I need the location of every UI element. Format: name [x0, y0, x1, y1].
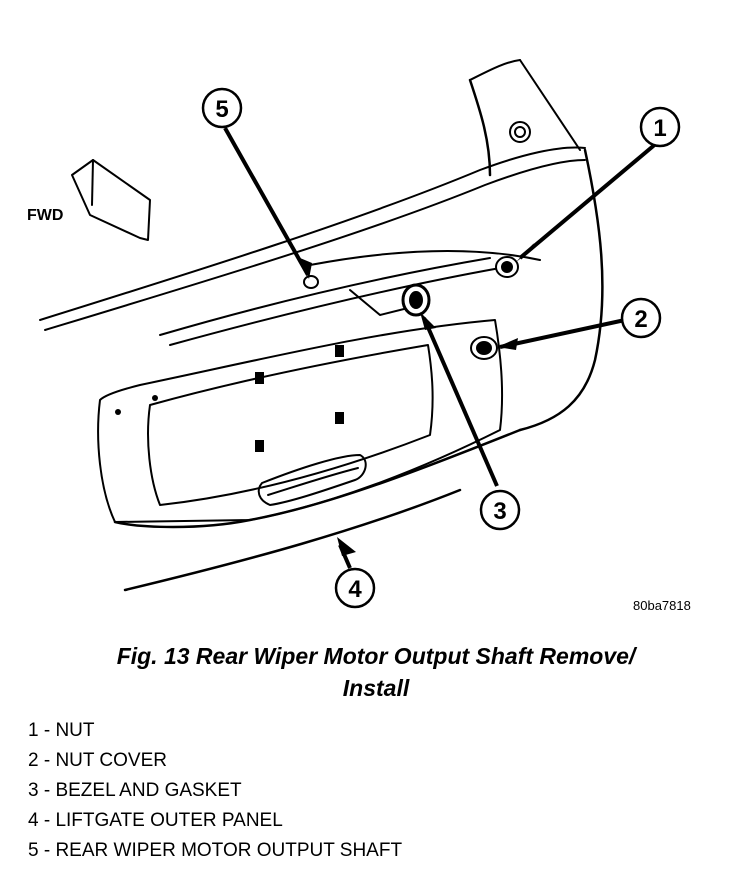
- window-frame: [468, 78, 492, 177]
- callout-4: 4: [348, 576, 362, 603]
- glass-edge-inner: [44, 159, 586, 331]
- fwd-arrow: [71, 159, 151, 241]
- caption-line-2: Install: [342, 675, 410, 701]
- window-frame-outer: [519, 59, 581, 151]
- callout-5: 5: [215, 96, 228, 123]
- legend-item: 4 - LIFTGATE OUTER PANEL: [28, 810, 283, 831]
- legend-item: 1 - NUT: [28, 720, 95, 741]
- plate-inner: [147, 344, 434, 506]
- callout-3: 3: [493, 498, 506, 525]
- glass-edge: [39, 146, 586, 321]
- caption-line-1: Fig. 13 Rear Wiper Motor Output Shaft Re…: [116, 643, 636, 669]
- legend-item: 5 - REAR WIPER MOTOR OUTPUT SHAFT: [28, 840, 403, 861]
- handle: [257, 454, 367, 506]
- plate-recess: [97, 319, 504, 523]
- legend-item: 2 - NUT COVER: [28, 750, 168, 771]
- fwd-label: FWD: [27, 207, 63, 224]
- legend-item: 3 - BEZEL AND GASKET: [28, 780, 242, 801]
- liftgate-lower-edge: [123, 488, 462, 592]
- shaft-part: [303, 275, 319, 289]
- liftgate-right-edge: [518, 148, 604, 432]
- image-code: 80ba7818: [633, 598, 691, 613]
- figure-caption: Fig. 13 Rear Wiper Motor Output Shaft Re…: [0, 640, 752, 704]
- callout-1: 1: [653, 115, 666, 142]
- callout-2: 2: [634, 306, 647, 333]
- liftgate-diagram: 1 2 3 4 5 FWD 80ba7818: [27, 59, 691, 613]
- parts-legend: 1 - NUT 2 - NUT COVER 3 - BEZEL AND GASK…: [28, 716, 402, 866]
